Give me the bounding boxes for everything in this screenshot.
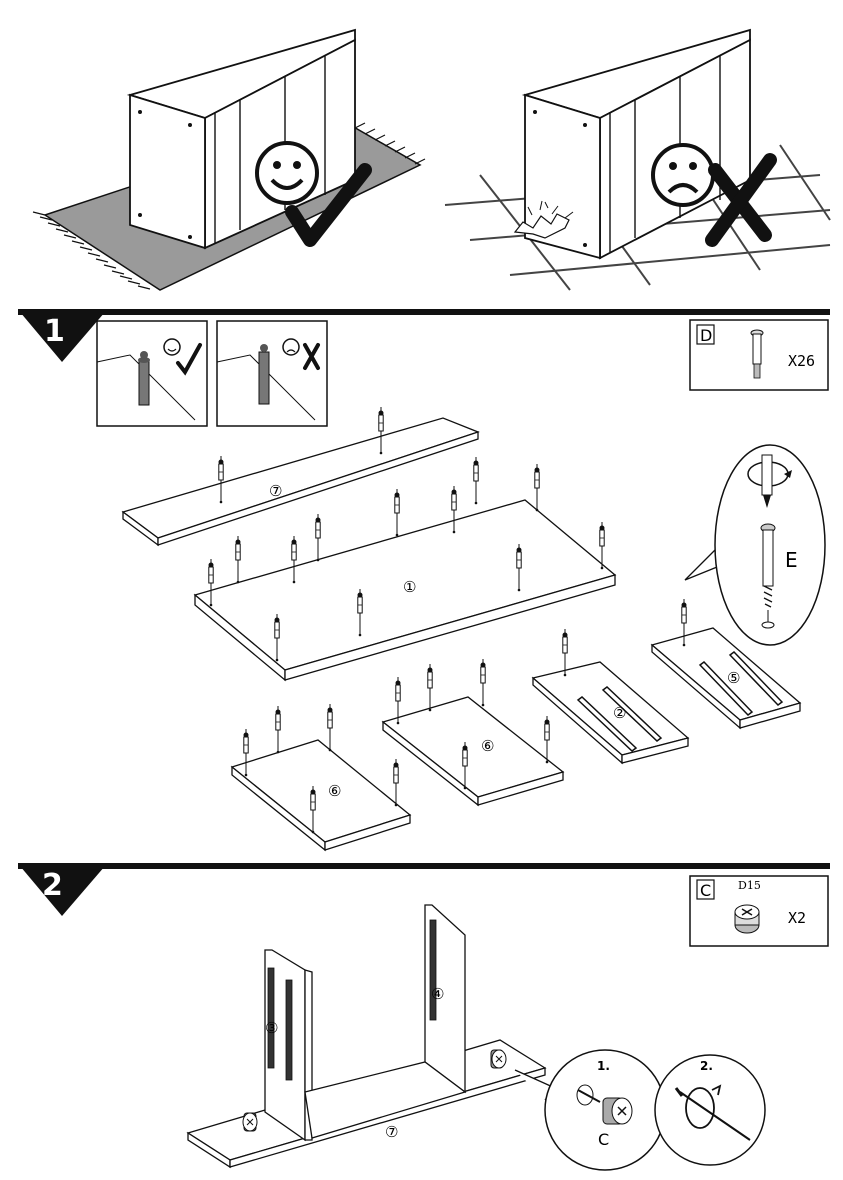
step-2-header: 2 <box>18 863 830 916</box>
connector-bolt-icon <box>760 523 776 629</box>
dowel-tip-bad <box>216 320 328 427</box>
step-2-badge <box>20 866 105 916</box>
panel-7-base-label: ⑦ <box>385 1123 398 1141</box>
panel-6-middle: ⑥ <box>381 658 565 807</box>
panel-7-top: ⑦ <box>121 406 480 547</box>
check-mark-icon <box>176 343 202 376</box>
sub-step-2-label: 2. <box>700 1059 713 1073</box>
rotate-arrow-icon <box>674 1084 751 1141</box>
cam-bolt-detail: E <box>684 444 826 646</box>
intro-good-scene <box>32 28 426 291</box>
step-1-badge <box>20 312 105 362</box>
panel-2: ② <box>531 628 690 765</box>
cam-lock-right <box>490 1049 507 1069</box>
dowel-tip-good <box>96 320 208 427</box>
panel-3-upright: ③ <box>264 949 313 1142</box>
cam-lock-icon <box>576 1084 633 1125</box>
hardware-c-letter: C <box>700 881 711 900</box>
panel-3-label: ③ <box>265 1019 278 1037</box>
step-1-number: 1 <box>44 314 65 349</box>
cam-lock-detail: 1. 2. C <box>514 1049 766 1171</box>
intro-bad-scene <box>444 28 831 291</box>
back-board <box>304 1061 467 1139</box>
hardware-c-size: D15 <box>738 879 761 892</box>
check-mark-icon <box>285 163 372 247</box>
cam-bolt-label: E <box>785 548 798 572</box>
hardware-d-letter: D <box>700 326 712 345</box>
hardware-c-box: C D15 X2 <box>689 875 829 947</box>
smiley-face-icon <box>255 141 319 205</box>
sub-step-1-label: 1. <box>597 1059 610 1073</box>
cam-lock-icon <box>734 904 760 934</box>
smiley-face-icon <box>163 338 181 356</box>
panel-6-front-label: ⑥ <box>328 782 341 800</box>
frowning-face-icon <box>651 143 715 207</box>
cam-lock-label: C <box>598 1130 609 1149</box>
cross-mark-icon <box>705 153 777 247</box>
hardware-d-quantity: X26 <box>788 352 815 370</box>
panel-1-main: ① <box>193 463 617 682</box>
connector-bolt-icon <box>750 329 764 379</box>
panel-5: ⑤ <box>650 598 802 730</box>
panel-6-front: ⑥ <box>230 703 412 852</box>
screwdriver-icon <box>747 454 792 508</box>
cross-mark-icon <box>303 343 320 370</box>
panel-7-label: ⑦ <box>269 482 282 500</box>
panel-2-label: ② <box>613 704 626 722</box>
step-1-header: 1 <box>18 309 830 362</box>
panel-4-label: ④ <box>431 985 444 1003</box>
panel-5-label: ⑤ <box>727 669 740 687</box>
scratch-marks <box>513 213 570 239</box>
hardware-d-box: D X26 <box>689 319 829 391</box>
frowning-face-icon <box>282 338 300 356</box>
panel-4-upright: ④ <box>424 904 466 1094</box>
hardware-c-quantity: X2 <box>788 909 806 927</box>
panel-1-label: ① <box>403 578 416 596</box>
panel-6-middle-label: ⑥ <box>481 737 494 755</box>
cam-lock-left <box>242 1112 258 1132</box>
step-2-number: 2 <box>42 868 63 903</box>
